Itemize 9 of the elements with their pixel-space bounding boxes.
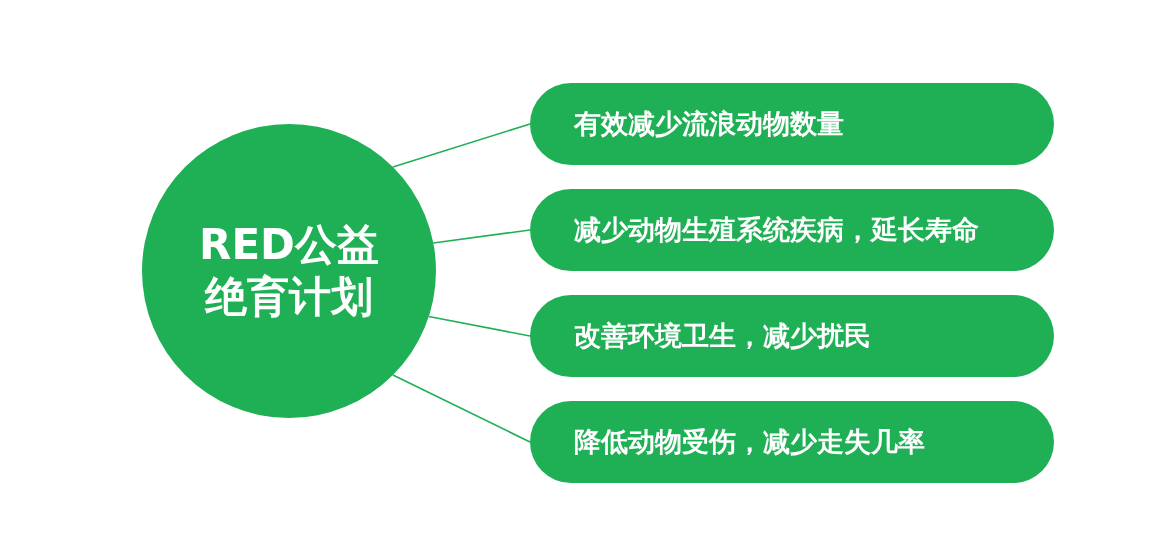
- item-text: 有效减少流浪动物数量: [574, 107, 844, 141]
- item-text: 减少动物生殖系统疾病，延长寿命: [574, 213, 979, 247]
- connector-line: [392, 374, 531, 443]
- connector-line: [392, 123, 531, 168]
- item-text: 降低动物受伤，减少走失几率: [574, 425, 925, 459]
- item-text: 改善环境卫生，减少扰民: [574, 319, 871, 353]
- title-text: RED公益绝育计划: [198, 218, 380, 323]
- connector-line: [432, 229, 531, 244]
- connector-line: [428, 315, 531, 337]
